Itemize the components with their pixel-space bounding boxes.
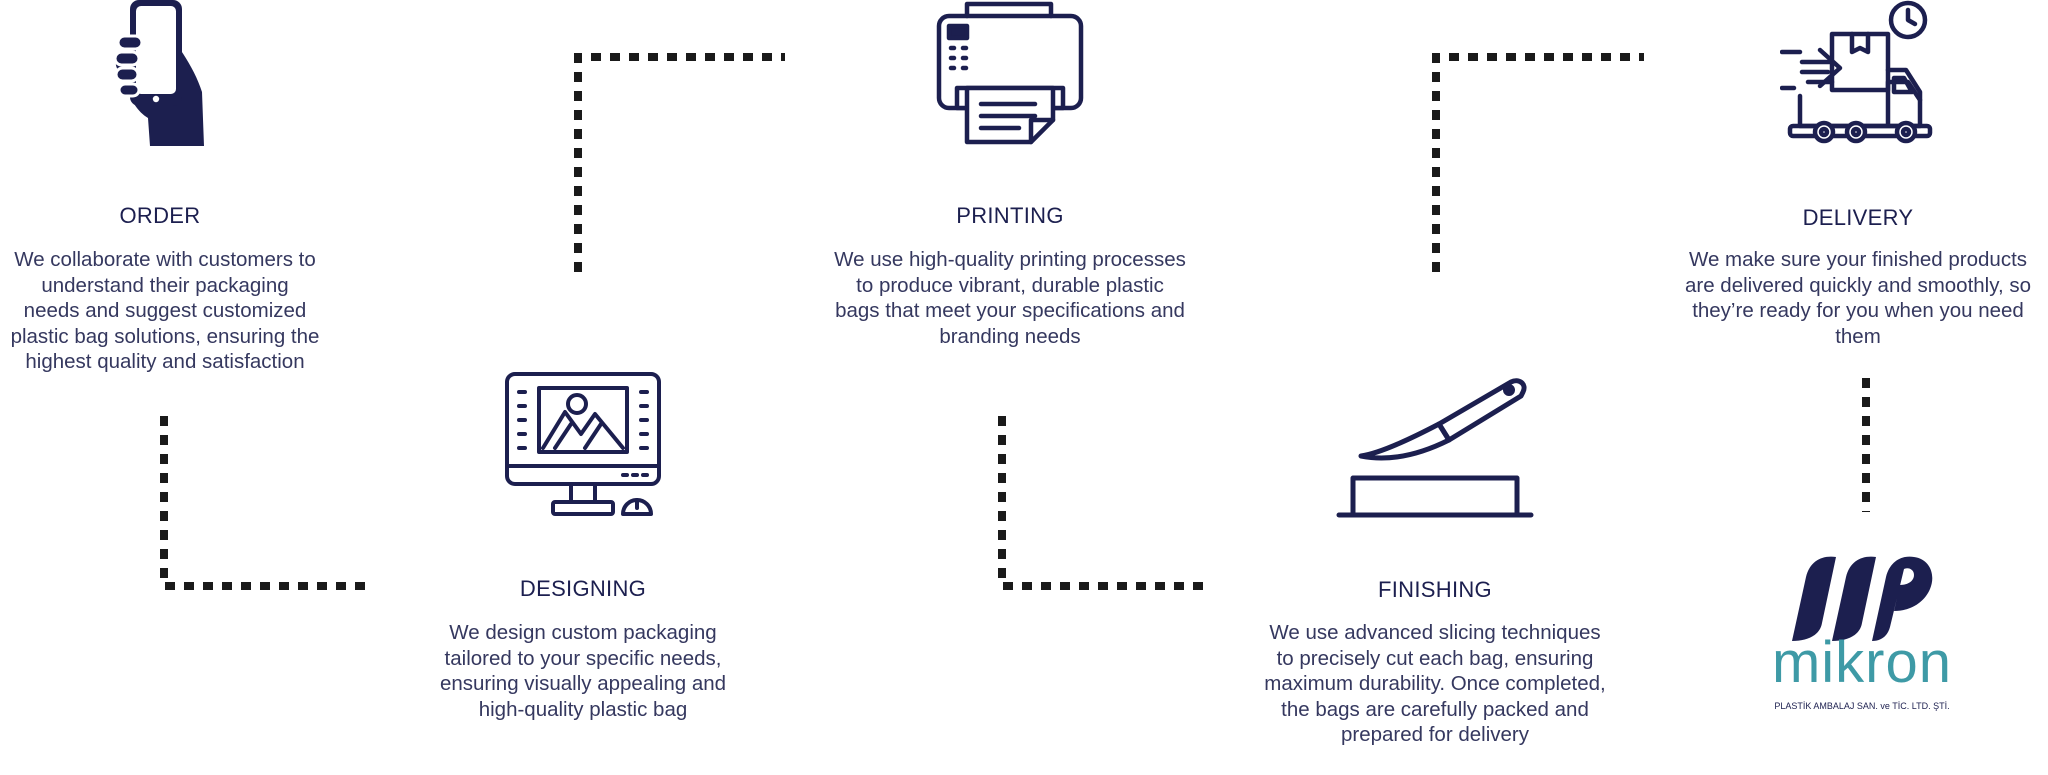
connector-designing-printing [574,53,785,272]
designing-title: DESIGNING [519,576,647,601]
order-title: ORDER [119,203,201,228]
designing-desc-line: We design custom packaging [449,621,717,644]
printing-title: PRINTING [956,203,1064,228]
order-desc-line: We collaborate with customers to [14,248,316,271]
finishing-desc-line: We use advanced slicing techniques [1269,621,1601,644]
finishing-title: FINISHING [1378,577,1492,602]
delivery-desc-line: they’re ready for you when you need [1692,299,2024,322]
knife-cutting-icon [1335,370,1535,520]
designing-desc-line: high-quality plastic bag [478,697,688,721]
mikron-mp-logo-icon [1792,555,1934,643]
delivery-description: We make sure your finished products are … [1663,247,2048,349]
logo-wordmark: mikron [1771,630,1953,695]
printing-desc-line: branding needs [939,324,1081,348]
finishing-desc-line: maximum durability. Once completed, [1264,672,1606,695]
order-description: We collaborate with customers to underst… [0,247,330,375]
printing-desc-line: bags that meet your specifications and [835,299,1185,322]
printing-desc-line: We use high-quality printing processes [834,248,1186,271]
finishing-desc-line: to precisely cut each bag, ensuring [1276,646,1594,670]
order-desc-line: highest quality and satisfaction [25,350,305,373]
delivery-title: DELIVERY [1802,205,1914,230]
delivery-desc-line: We make sure your finished products [1688,248,2028,271]
designing-desc-line: ensuring visually appealing and [439,672,727,695]
printer-icon [935,0,1085,146]
order-desc-line: needs and suggest customized [23,299,307,322]
design-monitor-icon [505,372,661,520]
printing-description: We use high-quality printing processes t… [810,247,1210,349]
finishing-desc-line: prepared for delivery [1340,723,1529,746]
delivery-desc-line: them [1835,324,1881,348]
order-desc-line: understand their packaging [41,273,289,297]
finishing-description: We use advanced slicing techniques to pr… [1240,620,1630,748]
logo-tagline: PLASTİK AMBALAJ SAN. ve TİC. LTD. ŞTİ. [1774,701,1950,711]
hand-phone-icon [110,0,210,146]
designing-description: We design custom packaging tailored to y… [418,620,748,722]
connector-printing-finishing [998,416,1210,590]
connector-finishing-delivery [1432,53,1644,272]
finishing-desc-line: the bags are carefully packed and [1281,697,1589,721]
designing-desc-line: tailored to your specific needs, [444,646,722,670]
printing-desc-line: to produce vibrant, durable plastic [856,273,1164,297]
order-desc-line: plastic bag solutions, ensuring the [10,324,320,348]
delivery-truck-icon [1780,0,1940,146]
delivery-desc-line: are delivered quickly and smoothly, so [1684,273,2032,297]
connector-order-designing [160,416,372,590]
